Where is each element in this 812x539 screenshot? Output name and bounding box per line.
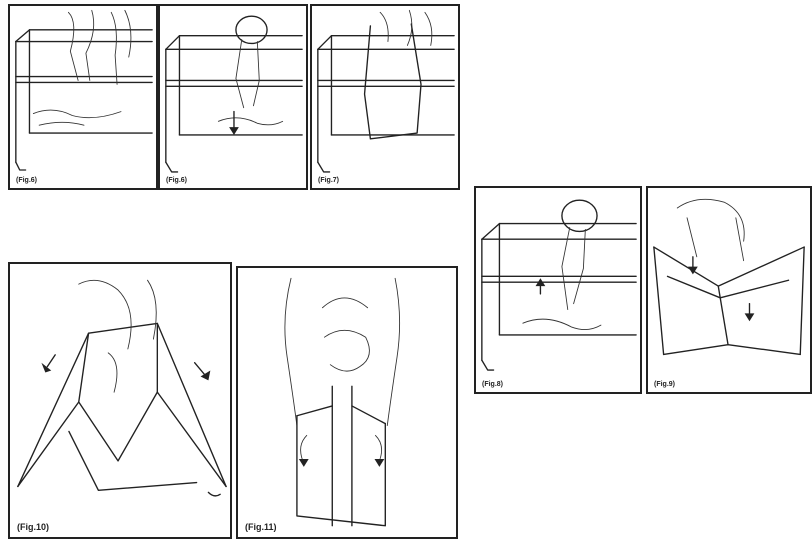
figure-panel-fig6a: (Fig.6) [8, 4, 158, 190]
figure-caption: (Fig.9) [652, 380, 677, 389]
figure-panel-fig7: (Fig.7) [310, 4, 460, 190]
push-center-up-illustration [476, 188, 640, 392]
fold-legs-illustration [10, 264, 230, 537]
figure-panel-fig9: (Fig.9) [646, 186, 812, 394]
pull-mattress-down-illustration [160, 6, 306, 188]
figure-panel-fig6b: (Fig.6) [158, 4, 308, 190]
figure-caption: (Fig.7) [316, 176, 341, 185]
figure-caption: (Fig.6) [14, 176, 39, 185]
figure-caption: (Fig.10) [15, 522, 51, 533]
figure-panel-fig10: (Fig.10) [8, 262, 232, 539]
figure-panel-fig11: (Fig.11) [236, 266, 458, 539]
figure-caption: (Fig.11) [243, 522, 279, 533]
figure-caption: (Fig.6) [164, 176, 189, 185]
figure-panel-fig8: (Fig.8) [474, 186, 642, 394]
figure-caption: (Fig.8) [480, 380, 505, 389]
press-rails-down-illustration [648, 188, 810, 392]
playard-hands-illustration [10, 6, 156, 188]
lift-mattress-illustration [312, 6, 458, 188]
wrap-mattress-illustration [238, 268, 456, 537]
